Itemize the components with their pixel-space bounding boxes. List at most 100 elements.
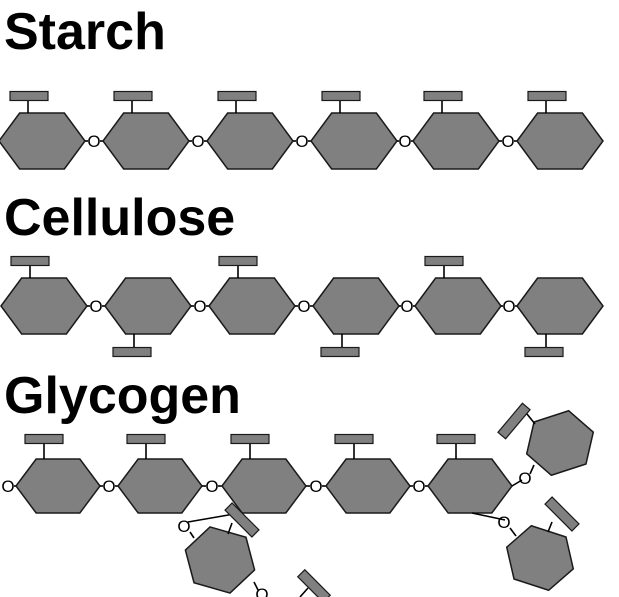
side-group	[224, 502, 260, 538]
side-group	[230, 433, 270, 445]
side-group-bond	[547, 521, 553, 533]
side-group	[217, 90, 257, 102]
glycogen-title: Glycogen	[4, 367, 241, 425]
starch-sugar-ring	[412, 112, 500, 170]
side-group	[436, 433, 476, 445]
glycogen-sugar-ring	[117, 458, 203, 514]
ring-hexagon	[310, 112, 398, 170]
glycosidic-oxygen-label: O	[193, 297, 206, 316]
ring-hexagon	[414, 277, 502, 335]
side-group-bond	[227, 522, 233, 535]
side-group	[320, 346, 360, 358]
side-group-bar	[224, 502, 260, 538]
side-group	[126, 433, 166, 445]
side-group	[24, 433, 64, 445]
glycosidic-oxygen-label: O	[177, 517, 190, 536]
side-group	[524, 346, 564, 358]
side-group	[113, 90, 153, 102]
cellulose-sugar-ring	[312, 277, 400, 335]
glycosidic-bond	[511, 479, 523, 487]
side-group-bar	[217, 90, 257, 102]
glycosidic-bond	[509, 527, 517, 537]
glycosidic-oxygen-label: O	[400, 297, 413, 316]
ring-hexagon	[15, 458, 101, 514]
ring-hexagon	[102, 112, 190, 170]
glycosidic-oxygen-label: O	[102, 477, 115, 496]
ring-hexagon	[0, 277, 88, 335]
ring-hexagon	[117, 458, 203, 514]
glycosidic-oxygen-label: O	[89, 297, 102, 316]
glycosidic-oxygen-label: O	[501, 132, 514, 151]
glycosidic-oxygen-label: O	[295, 132, 308, 151]
side-group-bar	[24, 433, 64, 445]
side-group	[424, 255, 464, 267]
side-group-bar	[527, 90, 567, 102]
glycosidic-oxygen-label: O	[309, 477, 322, 496]
side-group	[334, 433, 374, 445]
glycogen-branch-ring	[505, 524, 575, 592]
glycosidic-oxygen-label: O	[502, 297, 515, 316]
side-group-bar	[544, 496, 580, 532]
starch-title: Starch	[4, 3, 166, 61]
ring-hexagon	[0, 112, 86, 170]
side-group-bond	[526, 413, 536, 425]
side-group-bar	[230, 433, 270, 445]
starch-sugar-ring	[102, 112, 190, 170]
side-group	[10, 255, 50, 267]
side-group-bar	[296, 568, 332, 597]
side-group	[9, 90, 49, 102]
ring-hexagon	[412, 112, 500, 170]
side-group-bar	[320, 346, 360, 358]
glycosidic-oxygen-label: O	[412, 477, 425, 496]
glycosidic-oxygen-label: O	[255, 585, 268, 597]
side-group-bar	[524, 346, 564, 358]
side-group-bar	[10, 255, 50, 267]
cellulose-sugar-ring	[0, 277, 88, 335]
ring-hexagon	[516, 112, 604, 170]
side-group	[544, 496, 580, 532]
glycosidic-oxygen-label: O	[497, 513, 510, 532]
cellulose-sugar-ring	[414, 277, 502, 335]
glycosidic-bond	[189, 531, 195, 539]
glycosidic-oxygen-label: O	[87, 132, 100, 151]
ring-hexagon	[505, 524, 575, 592]
glycosidic-oxygen-label: O	[1, 477, 14, 496]
glycosidic-oxygen-label: O	[398, 132, 411, 151]
side-group-bar	[9, 90, 49, 102]
cellulose-sugar-ring	[104, 277, 192, 335]
glycosidic-bond	[471, 512, 506, 521]
side-group-bar	[424, 255, 464, 267]
ring-hexagon	[427, 458, 513, 514]
glycogen-sugar-ring	[427, 458, 513, 514]
glycogen-sugar-ring	[325, 458, 411, 514]
side-group-bar	[126, 433, 166, 445]
cellulose-title: Cellulose	[4, 189, 236, 247]
cellulose-sugar-ring	[516, 277, 604, 335]
glycosidic-bond	[253, 581, 259, 591]
cellulose-sugar-ring	[208, 277, 296, 335]
glycogen-branch-ring	[184, 526, 256, 594]
side-group	[112, 346, 152, 358]
starch-sugar-ring	[516, 112, 604, 170]
side-group-bar	[218, 255, 258, 267]
side-group	[296, 568, 332, 597]
glycosidic-bond	[529, 464, 535, 475]
ring-hexagon	[516, 277, 604, 335]
ring-hexagon	[208, 277, 296, 335]
starch-sugar-ring	[310, 112, 398, 170]
glycosidic-oxygen-label: O	[191, 132, 204, 151]
side-group-bar	[321, 90, 361, 102]
side-group	[423, 90, 463, 102]
glycosidic-oxygen-label: O	[297, 297, 310, 316]
starch-sugar-ring	[206, 112, 294, 170]
starch-sugar-ring	[0, 112, 86, 170]
side-group	[497, 402, 531, 440]
side-group-bar	[113, 90, 153, 102]
glycosidic-oxygen-label: O	[205, 477, 218, 496]
side-group	[218, 255, 258, 267]
side-group-bar	[497, 402, 531, 440]
ring-hexagon	[206, 112, 294, 170]
side-group-bar	[112, 346, 152, 358]
side-group-bar	[436, 433, 476, 445]
